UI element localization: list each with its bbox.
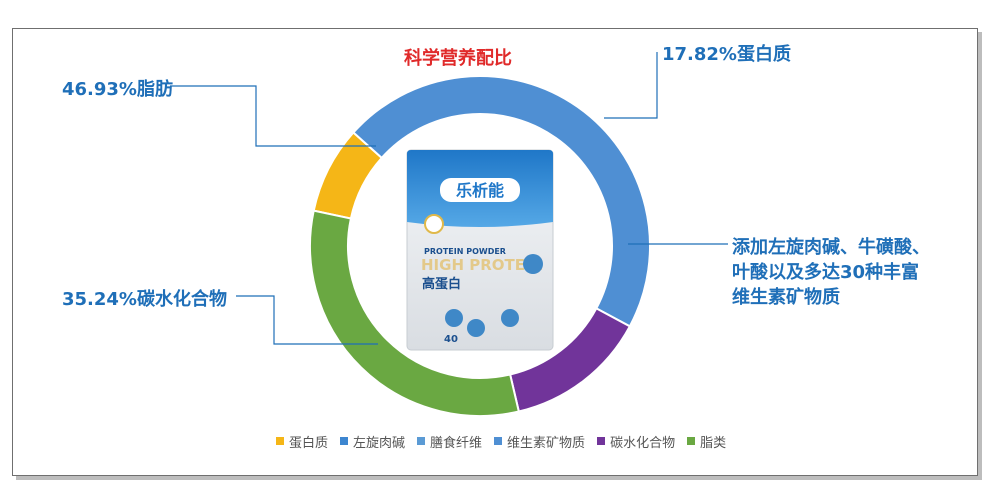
annotation-carbs: 35.24%碳水化合物 bbox=[62, 289, 227, 310]
feature-icon-1 bbox=[445, 309, 463, 327]
legend-item-protein: 蛋白质 bbox=[276, 432, 328, 451]
legend-swatch bbox=[340, 437, 349, 445]
legend-swatch bbox=[494, 437, 503, 445]
donut-slice-3 bbox=[352, 75, 651, 328]
brand-logo bbox=[440, 178, 520, 202]
annotation-vitamins-1: 添加左旋肉碱、牛磺酸、 bbox=[732, 237, 930, 258]
legend-item-carnitine: 左旋肉碱 bbox=[340, 432, 405, 451]
legend-item-carbs: 碳水化合物 bbox=[597, 432, 675, 451]
legend-item-vitamins: 维生素矿物质 bbox=[494, 432, 585, 451]
annotation-fat: 46.93%脂肪 bbox=[62, 79, 173, 100]
legend-label: 脂类 bbox=[700, 435, 727, 451]
legend-swatch bbox=[276, 437, 284, 445]
legend-label: 碳水化合物 bbox=[610, 435, 676, 451]
legend-item-fiber: 膳食纤维 bbox=[417, 432, 482, 451]
connector-protein bbox=[604, 52, 658, 119]
legend-swatch bbox=[597, 437, 606, 445]
feature-icon-3 bbox=[501, 309, 519, 327]
legend-label: 左旋肉碱 bbox=[353, 435, 406, 451]
connector-fat bbox=[170, 85, 376, 147]
legend: 蛋白质 左旋肉碱 膳食纤维 维生素矿物质 碳水化合物 脂类 bbox=[276, 432, 738, 451]
brand-text: 乐析能 bbox=[456, 181, 504, 200]
pkg-weight: 40 bbox=[444, 334, 458, 345]
feature-icon-2 bbox=[467, 319, 485, 337]
annotation-vitamins-2: 叶酸以及多达30种丰富 bbox=[732, 262, 920, 283]
legend-item-fat: 脂类 bbox=[687, 432, 726, 451]
annotation-vitamins-3: 维生素矿物质 bbox=[732, 287, 840, 308]
pkg-line1: PROTEIN POWDER bbox=[424, 247, 506, 256]
legend-swatch bbox=[417, 437, 426, 445]
legend-swatch bbox=[687, 437, 696, 445]
pkg-name: 高蛋白 bbox=[422, 276, 461, 292]
legend-label: 蛋白质 bbox=[289, 435, 329, 451]
pkg-line2: HIGH PROTEIN bbox=[421, 256, 543, 274]
annotation-protein: 17.82%蛋白质 bbox=[662, 44, 791, 65]
badge-icon bbox=[424, 214, 444, 234]
donut-slice-5 bbox=[309, 209, 521, 417]
feature-icon-4 bbox=[523, 254, 543, 274]
legend-label: 膳食纤维 bbox=[430, 435, 483, 451]
chart-title: 科学营养配比 bbox=[404, 48, 512, 69]
legend-label: 维生素矿物质 bbox=[507, 435, 586, 451]
product-package: 乐析能 PROTEIN POWDER HIGH PROTEIN 高蛋白 40 bbox=[406, 149, 554, 351]
connector-carbs bbox=[236, 295, 378, 345]
